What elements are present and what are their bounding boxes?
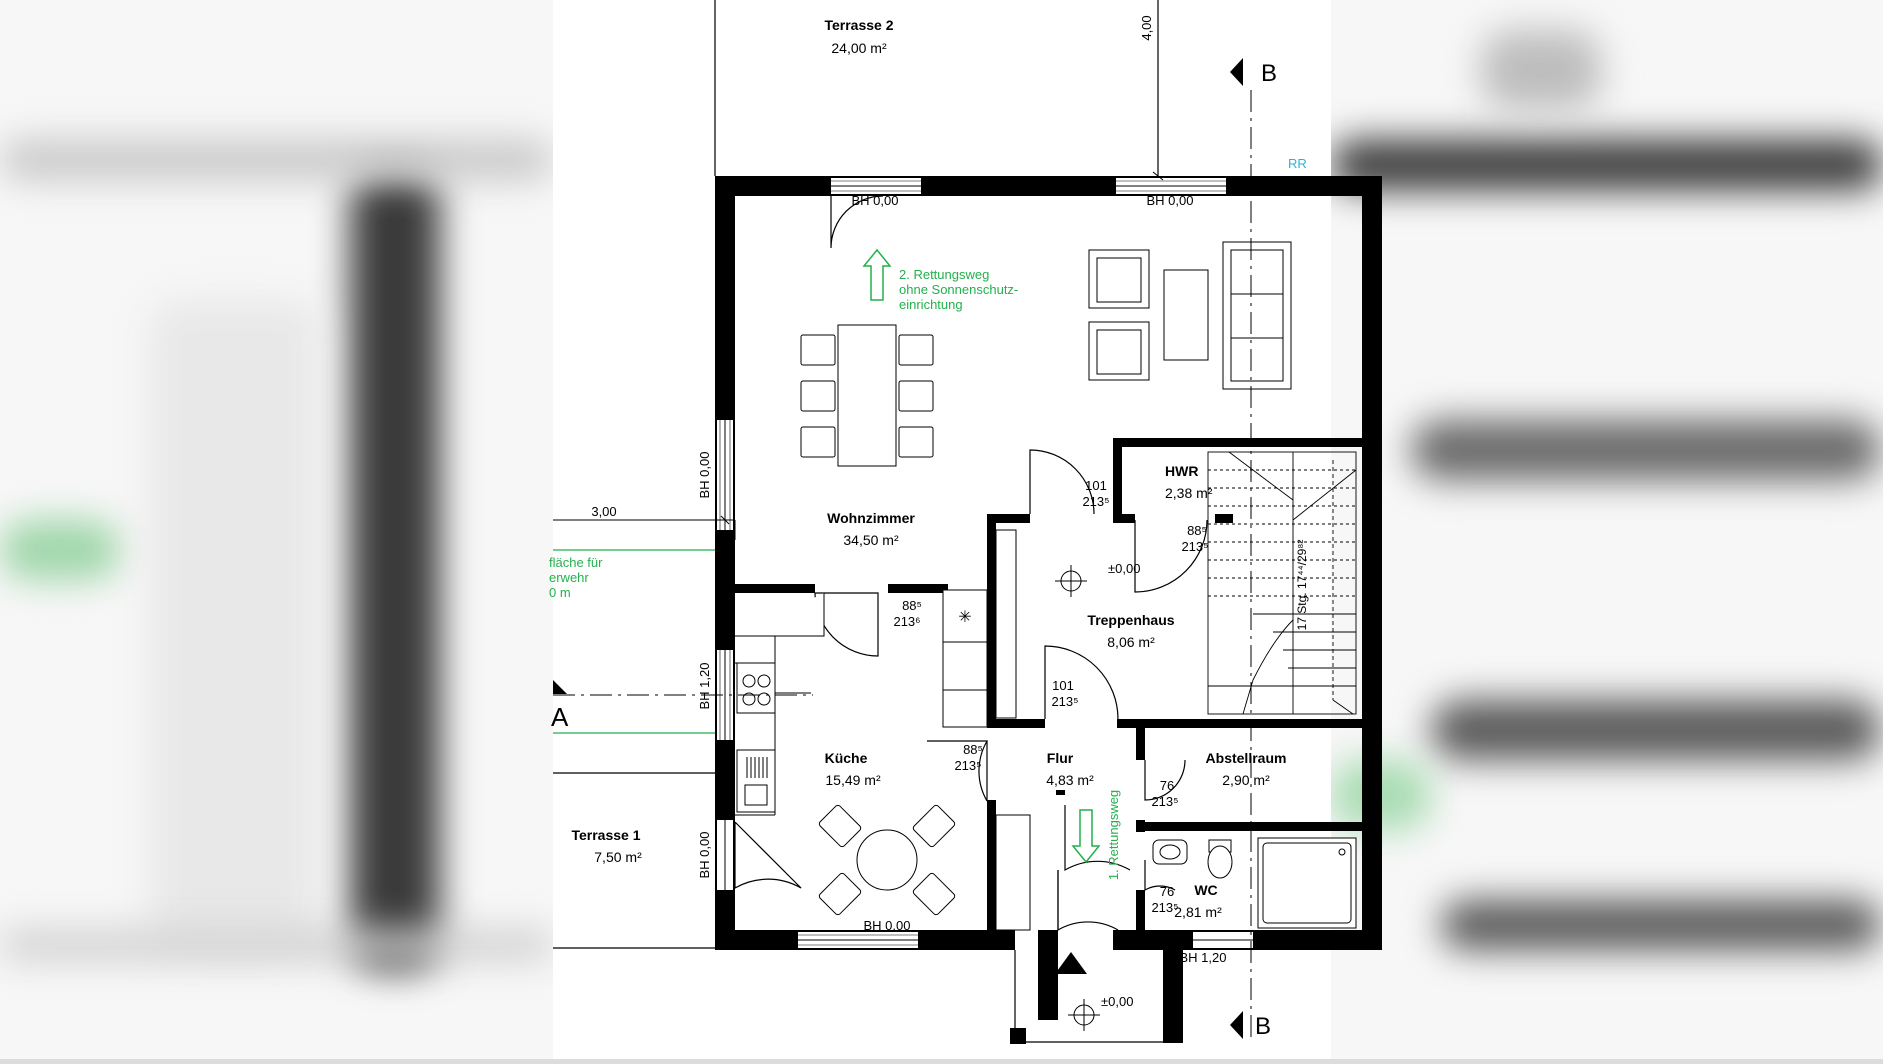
furniture-lounge (1088, 241, 1292, 390)
section-a-arrow-icon (553, 680, 567, 694)
door-label-kueche-wohn-height: 213⁶ (893, 614, 920, 629)
escape-route-2-text: 2. Rettungsweg ohne Sonnenschutz- einric… (899, 267, 1018, 312)
floor-plan-drawing: ✳ (549, 0, 1382, 1044)
svg-text:einrichtung: einrichtung (899, 297, 963, 312)
room-area-terrasse2: 24,00 m² (831, 40, 887, 56)
door-label-abstellraum-height: 213⁵ (1151, 794, 1178, 809)
room-area-wc: 2,81 m² (1174, 904, 1222, 920)
section-line-b (1230, 58, 1252, 1040)
fire-area-text: fläche für erwehr 0 m (549, 555, 603, 600)
door-label-wc-width: 76 (1160, 884, 1174, 899)
flur-built-in (995, 529, 1031, 931)
svg-text:fläche für: fläche für (549, 555, 603, 570)
entrance-canopy (1010, 950, 1163, 1044)
door-label-kueche-flur-height: 213⁵ (954, 758, 981, 773)
room-name-wc: WC (1194, 882, 1217, 898)
door-label-hwr-height: 213⁵ (1181, 539, 1208, 554)
section-label-b-top: B (1261, 60, 1277, 87)
terrace-2-outline (714, 0, 1159, 176)
fire-access-lines (553, 549, 715, 734)
window-label-top-left: BH 0,00 (852, 193, 899, 208)
section-label-b-bottom: B (1255, 1013, 1271, 1040)
window-label-bottom-kitchen: BH 0,00 (864, 918, 911, 933)
svg-text:ohne Sonnenschutz-: ohne Sonnenschutz- (899, 282, 1018, 297)
section-label-a: A (551, 702, 569, 732)
svg-text:erwehr: erwehr (549, 570, 589, 585)
door-label-flur-treppe-width: 101 (1052, 678, 1074, 693)
room-area-flur: 4,83 m² (1046, 772, 1094, 788)
rr-label: RR (1288, 156, 1307, 171)
window-label-left-upper: BH 0,00 (697, 452, 712, 499)
blurred-background-right (1331, 0, 1883, 1059)
door-label-wohn-treppe-width: 101 (1085, 478, 1107, 493)
room-name-terrasse1: Terrasse 1 (571, 827, 640, 843)
door-labels: 101 213⁵ 88⁵ 213⁵ 88⁵ 213⁶ 101 213⁵ 88⁵ … (893, 478, 1208, 915)
room-area-hwr: 2,38 m² (1165, 485, 1213, 501)
door-label-flur-treppe-height: 213⁵ (1051, 694, 1078, 709)
terrace-1-outline (553, 772, 715, 949)
doors (734, 195, 1208, 932)
door-label-abstellraum-width: 76 (1160, 778, 1174, 793)
door-label-hwr-width: 88⁵ (1187, 523, 1207, 538)
svg-text:✳: ✳ (958, 609, 971, 626)
level-treppenhaus: ±0,00 (1108, 561, 1140, 576)
section-b-bottom-arrow-icon (1230, 1011, 1243, 1039)
floor-plan-sheet: ✳ (549, 0, 1382, 1059)
door-label-wc-height: 213⁵ (1151, 900, 1178, 915)
dimension-labels: 4,00 3,00 17 Stg. 17⁴⁴/29⁸² (591, 15, 1309, 630)
room-area-terrasse1: 7,50 m² (594, 849, 642, 865)
room-name-flur: Flur (1047, 750, 1074, 766)
window-label-bottom-wc: BH 1,20 (1180, 950, 1227, 965)
level-marker-treppenhaus (1055, 565, 1087, 597)
room-name-hwr: HWR (1165, 463, 1198, 479)
door-label-wohn-treppe-height: 213⁵ (1082, 494, 1109, 509)
wc-fittings (1152, 837, 1357, 929)
svg-text:2. Rettungsweg: 2. Rettungsweg (899, 267, 989, 282)
room-area-treppenhaus: 8,06 m² (1107, 634, 1155, 650)
entrance-arrow-icon (1055, 952, 1087, 974)
door-label-kueche-wohn-width: 88⁵ (902, 598, 922, 613)
staircase (1207, 451, 1357, 715)
windows (717, 178, 1253, 950)
escape-route-1-text: 1. Rettungsweg (1106, 790, 1121, 880)
room-name-treppenhaus: Treppenhaus (1087, 612, 1174, 628)
level-marker-entrance (1068, 999, 1100, 1031)
window-label-top-right: BH 0,00 (1147, 193, 1194, 208)
furniture-dining (800, 324, 934, 467)
kitchen-fittings: ✳ (735, 589, 988, 916)
dimension-top-vertical: 4,00 (1139, 15, 1154, 40)
room-name-wohnzimmer: Wohnzimmer (827, 510, 915, 526)
window-label-left-middle: BH 1,20 (697, 663, 712, 710)
room-name-kueche: Küche (825, 750, 868, 766)
dimension-left-horizontal: 3,00 (591, 504, 616, 519)
window-label-left-lower: BH 0,00 (697, 832, 712, 879)
room-name-abstellraum: Abstellraum (1206, 750, 1287, 766)
escape-arrow-2 (862, 248, 892, 301)
level-entrance: ±0,00 (1101, 994, 1133, 1009)
interior-walls (735, 438, 1362, 930)
room-name-terrasse2: Terrasse 2 (824, 17, 893, 33)
escape-arrow-1 (1071, 809, 1101, 864)
section-line-a (553, 680, 813, 696)
section-b-top-arrow-icon (1230, 58, 1243, 86)
dimension-lines (553, 0, 1164, 540)
room-area-abstellraum: 2,90 m² (1222, 772, 1270, 788)
svg-text:0 m: 0 m (549, 585, 571, 600)
window-labels: BH 0,00 BH 0,00 BH 0,00 BH 1,20 BH 0,00 … (697, 193, 1226, 965)
room-area-kueche: 15,49 m² (825, 772, 881, 788)
dimension-stair: 17 Stg. 17⁴⁴/29⁸² (1295, 540, 1309, 631)
door-label-kueche-flur-width: 88⁵ (963, 742, 983, 757)
blurred-background-left (0, 0, 553, 1059)
room-labels: Terrasse 2 24,00 m² Wohnzimmer 34,50 m² … (571, 17, 1286, 920)
room-area-wohnzimmer: 34,50 m² (843, 532, 899, 548)
